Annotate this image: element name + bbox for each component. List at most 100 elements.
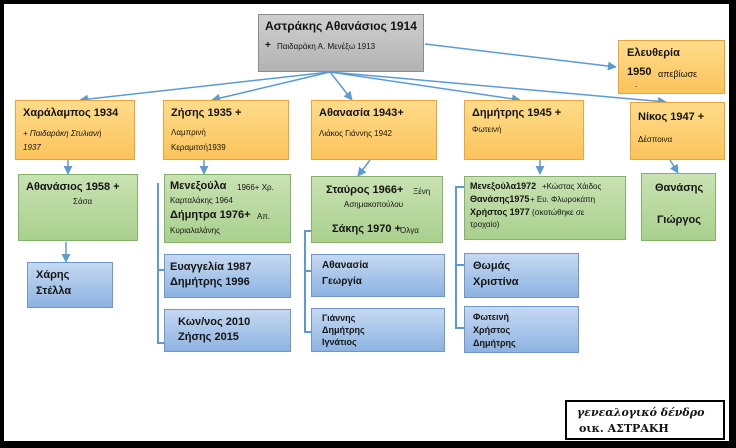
child-zisis-spouse-1: Λαμπρινή [171,128,206,137]
grandchildren-athanasia-box: Σταύρος 1966+ Ξένη Ασημακοπούλου Σάκης 1… [311,176,443,243]
grandchild-stavros-name: Σταύρος 1966+ [326,184,404,196]
grandchild-giorgos-name: Γιώργος [657,214,701,226]
great-grandchild-charis-name: Χάρης [36,269,70,281]
grandchild-dimitra-name: Δήμητρα 1976+ [170,209,251,221]
great-grandchild-dimitris2-name: Δημήτρης [322,325,365,335]
great-grandchildren-dimitra-box: Κων/νος 2010 Ζήσης 2015 [164,309,291,352]
grandchild-dimitra-spouse-line2: Κυριαλαλάνης [170,226,220,235]
great-grandchildren-athanasios-box: Χάρης Στέλλα [27,262,113,308]
connector-athanasia-b [304,331,311,333]
child-eleftheria-year: 1950 [627,66,652,78]
great-grandchild-ignatios-name: Ιγνάτιος [322,337,357,347]
connector-dimitris-spine [455,186,457,328]
arrow-athanasia-to-grandchildren [357,159,371,177]
frame-border-top [0,0,736,4]
grandchild-stavros-spouse: Ξένη [413,187,431,196]
grandchild-sakis-name: Σάκης 1970 + [332,223,401,235]
great-grandchildren-menexoula2-box: Θωμάς Χριστίνα [464,253,579,298]
child-dimitris-spouse: Φωτεινή [472,125,502,134]
great-grandchild-evangelia-name: Ευαγγελία 1987 [170,261,252,273]
great-grandchild-giannis-name: Γιάννης [322,313,356,323]
grandchild-athanasios-name: Αθανάσιος 1958 + [26,181,120,193]
great-grandchild-thomas-name: Θωμάς [473,260,511,272]
child-eleftheria-box: Ελευθερία 1950 απεβίωσε . [618,40,725,94]
great-grandchild-stella-name: Στέλλα [36,285,72,297]
arrow-root-to-zisis [211,71,331,103]
great-grandchild-dimitris3-name: Δημήτρης [473,338,516,348]
grandchild-dimitra-spouse: Απ. [257,212,271,221]
grandchild-thanasis2-name: Θανάσης [655,182,704,194]
grandchild-menexoula2-name: Μενεξούλα1972 [470,181,537,191]
grandchild-thanasis-spouse: + Ευ. Φλωροκάπη [530,195,596,204]
child-zisis-box: Ζήσης 1935 + Λαμπρινή Κεραμιτσή1939 [163,100,289,160]
child-eleftheria-name: Ελευθερία [627,47,680,59]
connector-athanasia-a [304,270,311,272]
connector-zisis-spine [157,183,159,343]
connector-dimitris-a [455,264,464,266]
child-charalambos-spouse-1: + Παιδαράκη Στυλιανή [23,129,102,138]
frame-border-left [0,0,4,448]
grandchild-christos-note-line2: τροχαίο) [470,220,500,229]
connector-athanasia-spine [304,230,306,332]
connector-zisis-a [157,269,164,271]
child-zisis-name: Ζήσης 1935 + [171,107,242,119]
great-grandchildren-stavros-box: Αθανασία Γεωργία [311,254,445,297]
child-athanasia-box: Αθανασία 1943+ Λιάκος Γιάννης 1942 [311,100,437,160]
frame-border-bottom [0,441,736,448]
great-grandchild-dimitris-name: Δημήτρης 1996 [170,276,250,288]
child-charalambos-spouse-2: 1937 [23,143,41,152]
grandchild-christos-name: Χρήστος 1977 [470,207,530,217]
frame-border-right [729,0,736,448]
caption-line-1: γενεαλογικό δένδρο [577,406,705,419]
grandchild-menexoula-spouse-line2: Καρταλάκης 1964 [170,196,233,205]
grandchild-menexoula-spouse: 1966+ Χρ. [237,183,274,192]
child-charalambos-box: Χαράλαμπος 1934 + Παιδαράκη Στυλιανή 193… [15,100,135,160]
child-eleftheria-dot: . [635,79,638,89]
child-charalambos-name: Χαράλαμπος 1934 [23,107,119,119]
child-eleftheria-note: απεβίωσε [658,69,698,79]
grandchildren-nikos-box: Θανάσης Γιώργος [641,173,716,241]
grandchild-christos-note: (σκοτώθηκε σε [532,208,585,217]
child-zisis-spouse-2: Κεραμιτσή1939 [171,143,226,152]
connector-athanasia-top [304,230,312,232]
arrow-root-to-dimitris [329,71,521,104]
great-grandchild-zisis-name: Ζήσης 2015 [178,331,239,343]
child-nikos-box: Νίκος 1947 + Δέσποινα [630,102,725,160]
great-grandchild-athanasia-name: Αθανασία [322,260,369,271]
grandchild-sakis-spouse: Όλγα [400,226,419,235]
connector-zisis-b [157,342,164,344]
grandchildren-dimitris-box: Μενεξούλα1972 +Κώστας Χάιδος Θανάσης1975… [464,176,626,240]
grandchild-menexoula2-spouse: +Κώστας Χάιδος [542,182,602,191]
child-nikos-spouse: Δέσποινα [638,135,673,144]
arrow-root-to-eleftheria [424,43,617,71]
grandchildren-zisis-box: Μενεξούλα 1966+ Χρ. Καρταλάκης 1964 Δήμη… [164,174,291,243]
caption-line-2: οικ. ΑΣΤΡΑΚΗ [579,422,669,435]
child-athanasia-spouse: Λιάκος Γιάννης 1942 [319,129,392,138]
grandchild-stavros-spouse-line2: Ασημακοπούλου [344,200,404,209]
child-athanasia-name: Αθανασία 1943+ [319,107,404,119]
child-dimitris-name: Δημήτρης 1945 + [472,107,562,119]
grandchild-athanasios-box: Αθανάσιος 1958 + Σάσα [18,174,138,241]
arrow-nikos-to-grandchildren [669,159,679,174]
grandchild-menexoula-name: Μενεξούλα [170,180,227,192]
grandchild-athanasios-spouse: Σάσα [73,197,93,206]
child-dimitris-box: Δημήτρης 1945 + Φωτεινή [464,100,584,160]
arrow-root-to-charalambos [79,71,331,104]
great-grandchild-foteini-name: Φωτεινή [473,312,510,322]
connector-dimitris-top [455,186,464,188]
root-spouse: Παιδαράκη Α. Μενέξω 1913 [277,42,376,51]
great-grandchildren-menexoula-box: Ευαγγελία 1987 Δημήτρης 1996 [164,254,291,298]
root-name: Αστράκης Αθανάσιος 1914 [265,19,417,33]
child-nikos-name: Νίκος 1947 + [638,111,705,123]
great-grandchildren-sakis-box: Γιάννης Δημήτρης Ιγνάτιος [311,308,445,352]
great-grandchildren-thanasis-box: Φωτεινή Χρήστος Δημήτρης [464,306,579,353]
grandchild-thanasis-name: Θανάσης1975 [470,194,530,204]
great-grandchild-christina-name: Χριστίνα [473,276,519,288]
arrow-root-to-athanasia [329,71,353,101]
arrow-root-to-nikos [329,71,667,106]
connector-dimitris-b [455,327,464,329]
root-plus: + [265,40,271,51]
root-person-box: Αστράκης Αθανάσιος 1914 + Παιδαράκη Α. Μ… [258,14,424,72]
